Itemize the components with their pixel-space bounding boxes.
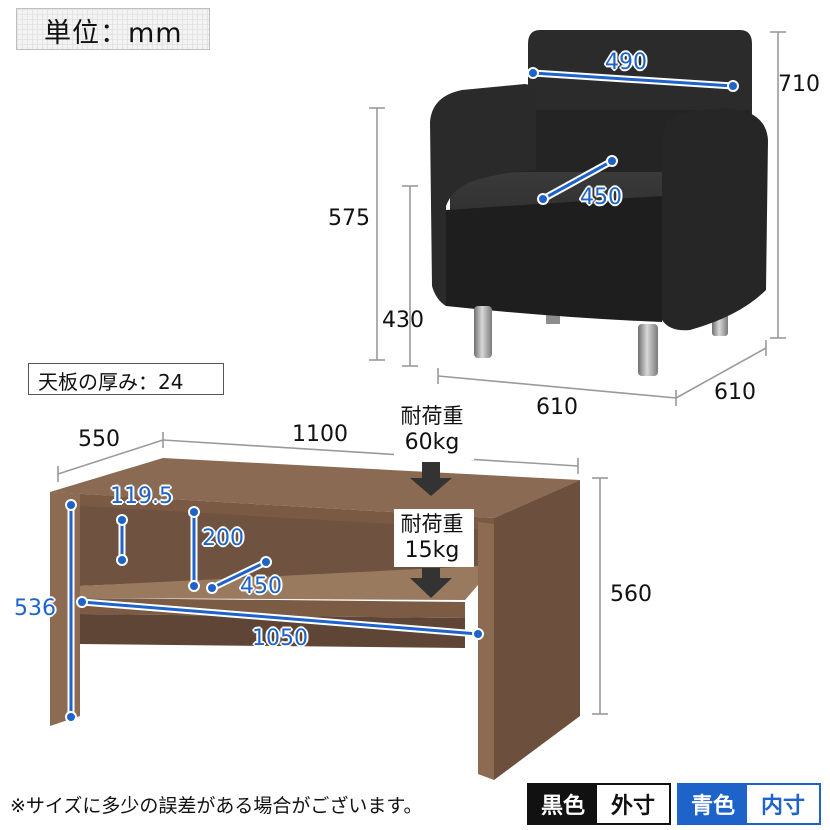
chair-front-base: [446, 196, 662, 322]
shelf-load-value: 15kg: [404, 538, 460, 563]
chair-outer-dimension-lines: [369, 31, 786, 406]
table-inner-dimension-lines: [65, 499, 484, 723]
table-inner-height-label: 536: [14, 596, 56, 621]
coffee-table: [50, 458, 580, 780]
chair-backrest: [528, 30, 752, 118]
legend-outer: 黒色 外寸: [527, 783, 671, 825]
unit-label-box: [16, 8, 210, 50]
chair-front-leg-left: [474, 306, 492, 358]
unit-label: 単位：mm: [44, 18, 183, 49]
tabletop-thickness-label: 天板の厚み：24: [38, 370, 184, 394]
table-depth-label: 550: [78, 427, 120, 452]
table-shelf: [80, 566, 478, 600]
table-top-surface: [50, 458, 580, 518]
legend-inner-meaning: 内寸: [747, 785, 819, 823]
top-load-title: 耐荷重: [400, 404, 464, 428]
chair-seat-height-label: 430: [382, 308, 424, 333]
table-outer-dimension-lines: [57, 432, 608, 715]
chair-arm-height-label: 575: [328, 206, 370, 231]
table-width-label: 1100: [292, 422, 348, 447]
chair-inner-depth-label: 450: [580, 185, 622, 210]
legend-outer-meaning: 外寸: [597, 785, 669, 823]
table-inner-width-label: 1050: [252, 626, 308, 651]
chair-inner-dimension-lines: [527, 67, 739, 205]
chair-depth-label: 610: [714, 380, 756, 405]
table-upper-gap-label: 119.5: [110, 484, 173, 509]
shelf-load-bg: [394, 509, 474, 567]
legend-inner: 青色 内寸: [677, 783, 821, 825]
table-top-front-edge: [50, 492, 494, 530]
legend-outer-color: 黒色: [529, 785, 597, 823]
chair-inner-width-label: 490: [605, 50, 647, 75]
tabletop-thickness-box: [28, 363, 224, 395]
armchair: [430, 30, 768, 376]
top-load-value: 60kg: [404, 430, 460, 455]
chair-right-arm: [662, 108, 768, 331]
size-disclaimer: ※サイズに多少の誤差がある場合がございます。: [10, 795, 423, 817]
table-shelf-gap-label: 200: [202, 526, 244, 551]
table-front-panel-right: [478, 522, 494, 780]
chair-height-label: 710: [778, 72, 820, 97]
chair-front-leg-right: [638, 324, 658, 376]
chair-left-arm: [430, 84, 536, 306]
top-load-bg: [394, 402, 474, 460]
shelf-load-title: 耐荷重: [400, 512, 464, 536]
legend-inner-color: 青色: [679, 785, 747, 823]
table-right-side-panel: [494, 480, 580, 780]
table-height-label: 560: [610, 582, 652, 607]
load-arrows: [410, 462, 452, 598]
chair-width-label: 610: [536, 395, 578, 420]
table-inner-depth-label: 450: [240, 574, 282, 599]
